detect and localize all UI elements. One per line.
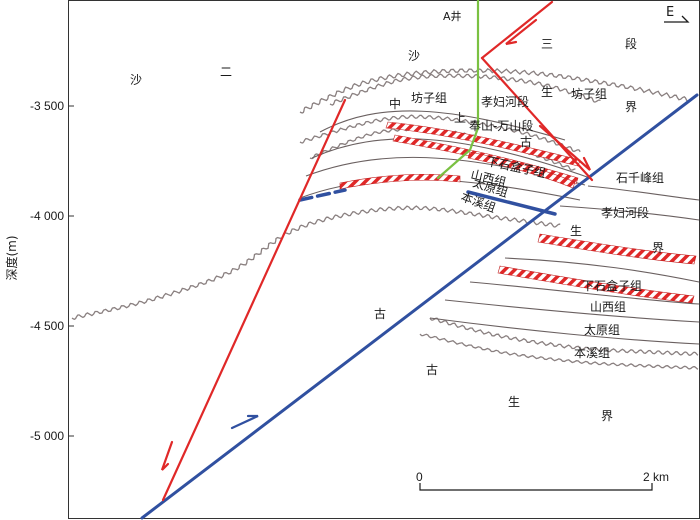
- label-duan: 段: [625, 36, 637, 51]
- label-gu-upper: 古: [520, 134, 532, 149]
- red-fault-line: [161, 98, 347, 502]
- label-jie-mid: 界: [652, 241, 664, 255]
- label-jie-upper: 界: [625, 100, 637, 114]
- coal-seam: [537, 233, 697, 265]
- slip-arrow-icon: [160, 440, 174, 471]
- red-fault-line: [480, 0, 554, 60]
- label-sheng-mid: 生: [570, 224, 582, 238]
- stratum-line: [311, 138, 591, 179]
- direction-indicator: E: [664, 5, 690, 23]
- label-fangzi-left: 坊子组: [411, 90, 447, 105]
- stratum-line: [504, 257, 700, 283]
- red-fault-line: [480, 56, 594, 182]
- label-sheng-upper: 生: [541, 85, 553, 99]
- y-axis-label: 深度(m): [4, 235, 19, 280]
- label-er: 二: [220, 65, 232, 79]
- scale-bar-end: 2 km: [643, 470, 669, 484]
- y-tick-label: -4 000: [30, 209, 64, 223]
- upper-strata: [299, 110, 591, 201]
- slip-arrow-icon: [505, 18, 538, 46]
- slip-arrow-icon: [230, 414, 259, 430]
- label-sheng-bottom: 生: [508, 395, 520, 409]
- lower-strata: [429, 185, 700, 345]
- blue-fault-segment: [466, 190, 557, 216]
- label-fengshan: 奉山-万山段: [469, 118, 533, 133]
- label-xiaofu-upper: 孝妇河段: [481, 94, 529, 109]
- label-benxi-lower: 本溪组: [574, 346, 610, 360]
- unconformity-line: [419, 333, 699, 370]
- stratum-line: [319, 110, 566, 141]
- label-jie-bottom: 界: [601, 409, 613, 423]
- label-zhong: 中: [389, 96, 401, 111]
- unconformity-line: [299, 114, 581, 153]
- scale-bar-line: [419, 483, 653, 491]
- label-taiyuan-lower: 太原组: [584, 322, 620, 337]
- stratum-line: [587, 185, 700, 201]
- unconformity-line: [429, 317, 699, 357]
- blue-fault: [140, 93, 699, 520]
- label-san: 三: [541, 37, 553, 51]
- label-shiqianfeng: 石千峰组: [616, 171, 664, 185]
- scale-bar: 0 2 km: [416, 470, 669, 491]
- label-gu-bottom: 古: [426, 362, 438, 377]
- stratum-line: [559, 205, 700, 221]
- label-xiaofu-lower: 孝妇河段: [601, 205, 649, 220]
- unconformity-line: [299, 67, 691, 114]
- stratum-line: [429, 317, 700, 345]
- label-fangzi-right: 坊子组: [571, 86, 607, 101]
- direction-arrow-icon: [664, 15, 690, 23]
- well-trajectory: [436, 0, 480, 180]
- y-tick-label: -3 500: [30, 99, 64, 113]
- blue-fault-segment: [298, 188, 347, 202]
- y-tick-label: -5 000: [30, 429, 64, 443]
- label-sha-top: 沙: [408, 49, 420, 63]
- scale-bar-start: 0: [416, 470, 423, 484]
- direction-label: E: [666, 5, 674, 20]
- label-sha-left: 沙: [130, 73, 142, 87]
- blue-fault-line: [140, 93, 699, 520]
- stratum-line: [469, 281, 700, 305]
- well-a: [436, 0, 480, 180]
- y-axis: [68, 105, 74, 437]
- coal-seams: [339, 121, 697, 304]
- unconformity-line: [329, 73, 601, 106]
- slip-arrow-icon: [538, 124, 591, 171]
- red-faults: [160, 0, 594, 502]
- stratum-line: [444, 299, 700, 323]
- y-tick-label: -4 500: [30, 319, 64, 333]
- unconformity-line: [71, 205, 561, 321]
- coal-seam: [339, 173, 461, 190]
- formation-labels: 沙 二 沙 三 段 中 坊子组 孝妇河段 生 坊子组 界 上 奉山-万山段 古 …: [130, 36, 664, 423]
- label-xiashihezi-lower: 下石盒子组: [582, 278, 642, 293]
- label-shang: 上: [454, 111, 466, 125]
- label-gu-left: 古: [374, 306, 386, 321]
- label-shanxi-lower: 山西组: [590, 300, 626, 314]
- coal-seam: [497, 265, 695, 304]
- well-label: A井: [443, 9, 462, 23]
